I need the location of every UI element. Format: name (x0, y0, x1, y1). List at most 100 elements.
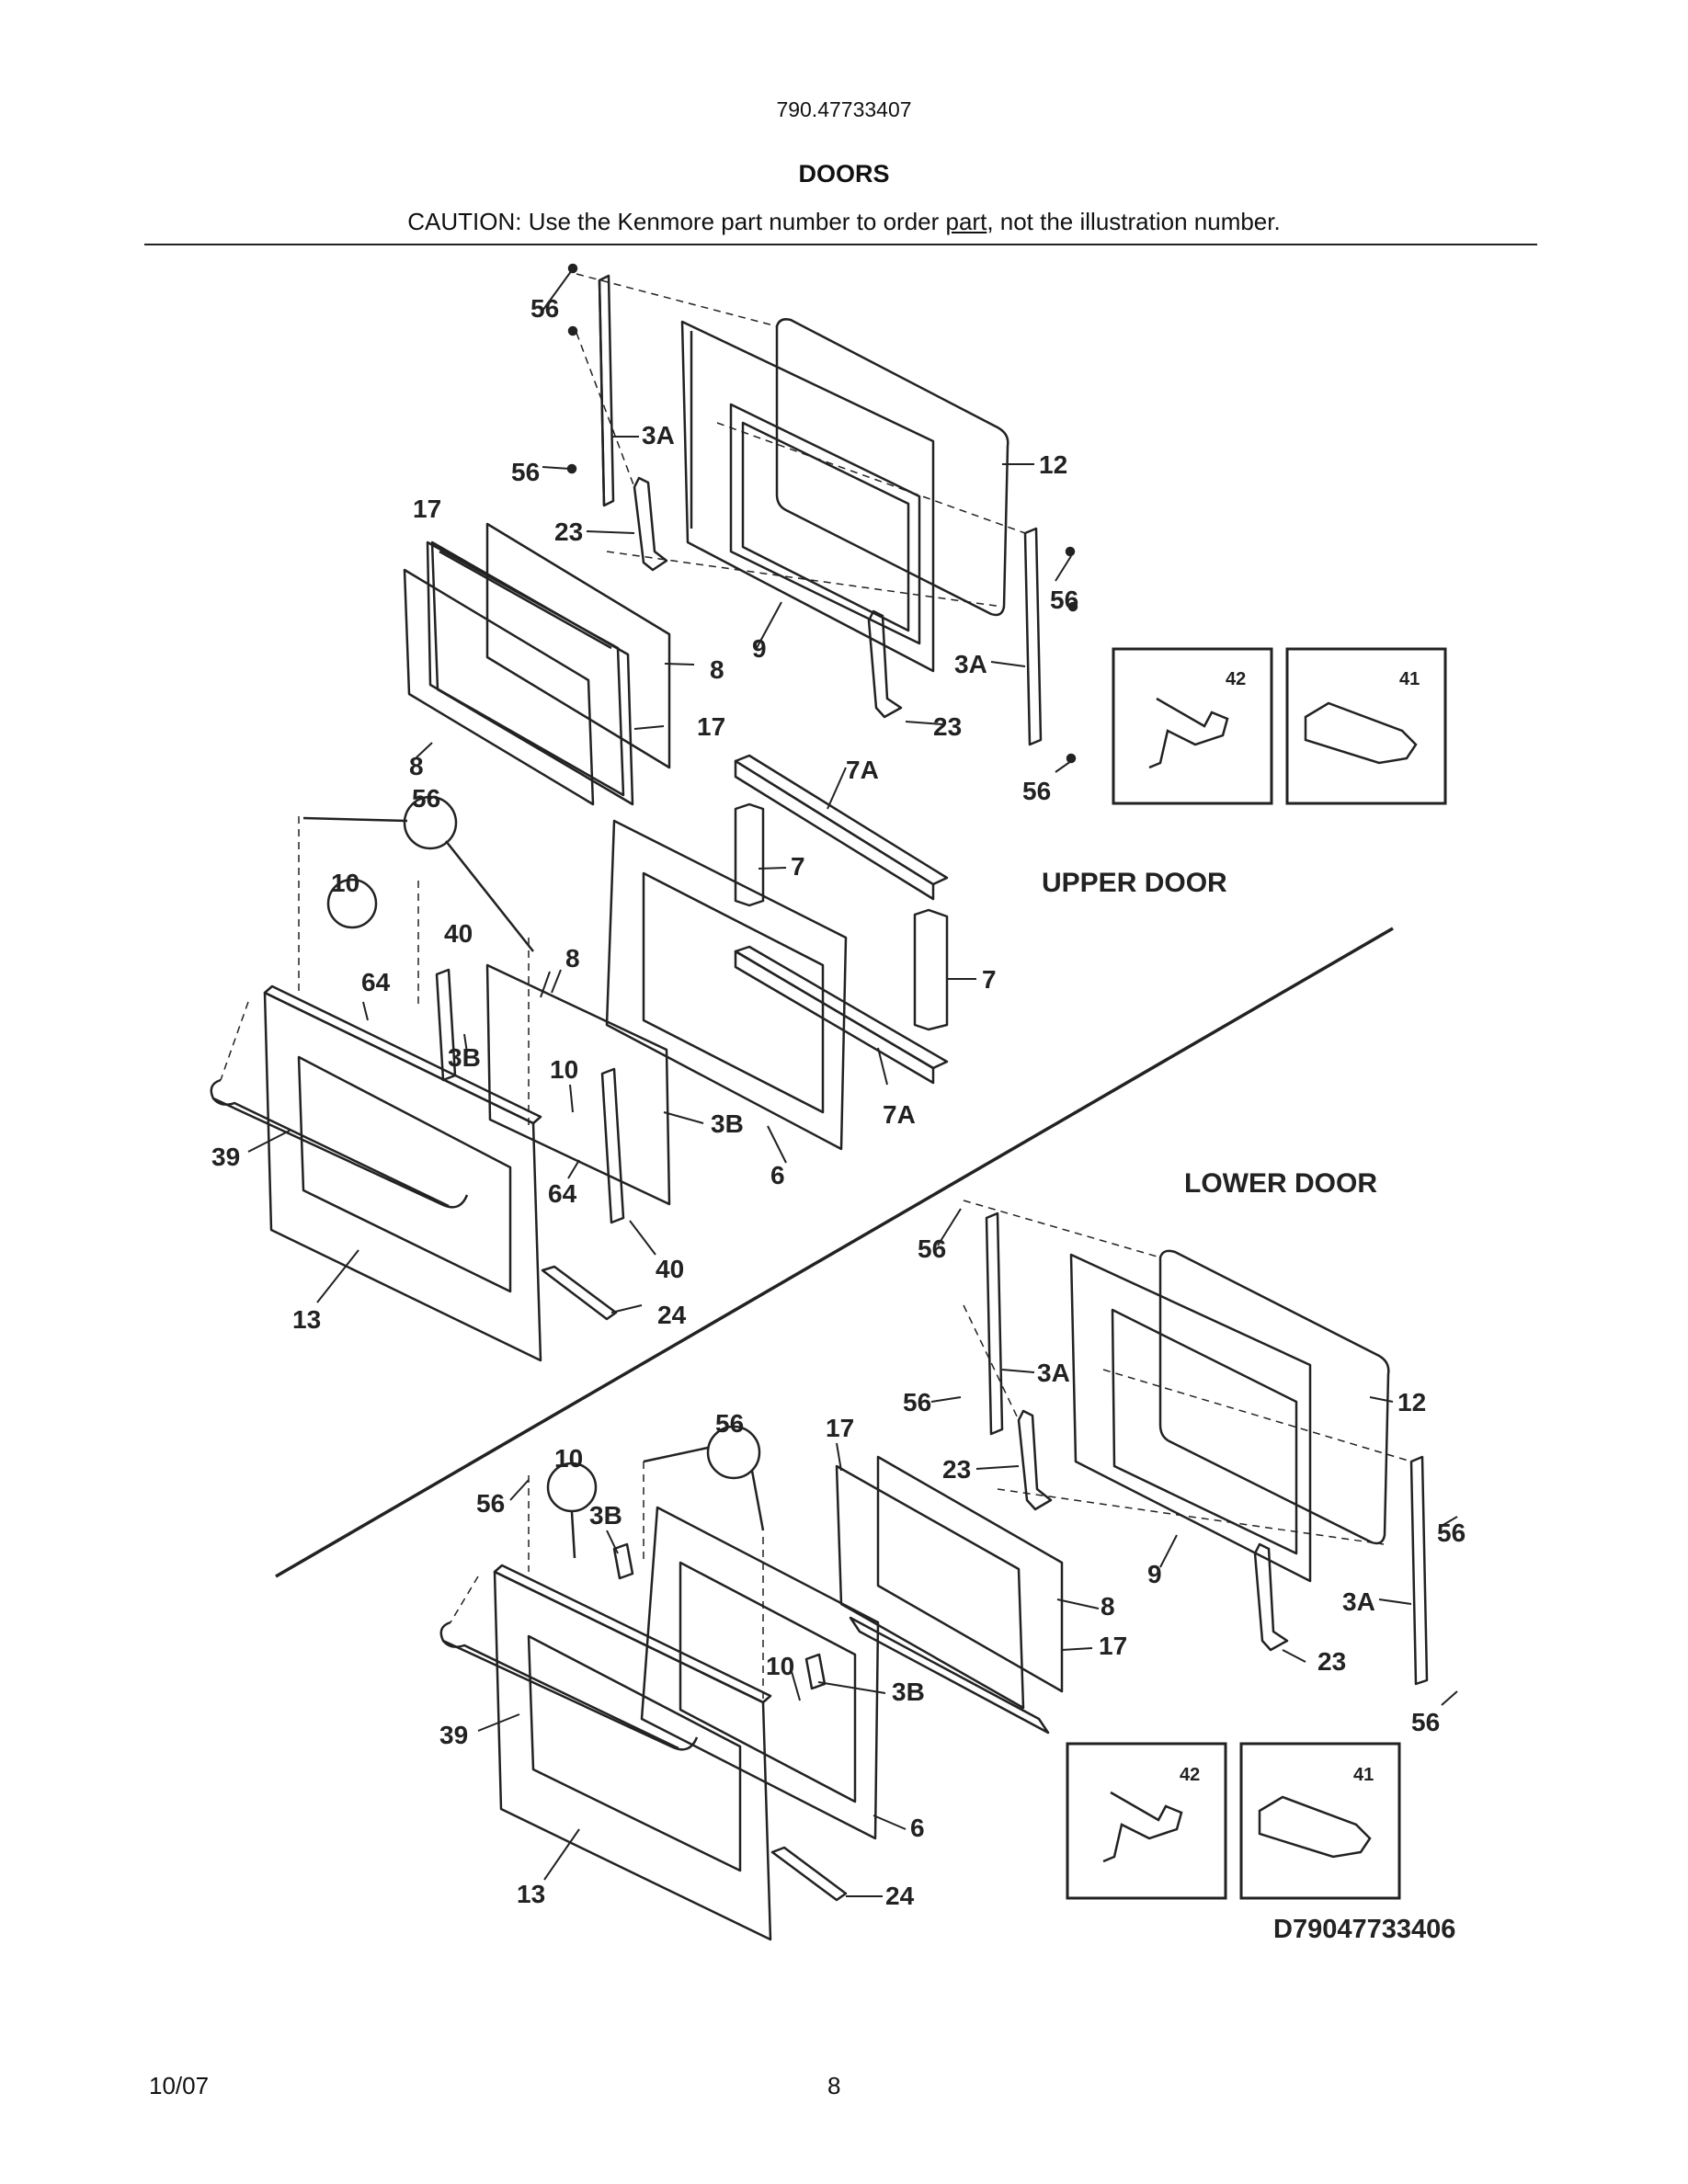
upper-gasket-drawing (775, 318, 1009, 617)
footer-page-number: 8 (827, 2072, 841, 2099)
section-divider-line (275, 927, 1394, 1578)
callout-upper-7-right: 7 (982, 965, 997, 994)
callout-upper-3b-left: 3B (448, 1043, 481, 1072)
callout-upper-56-right: 56 (1050, 586, 1078, 614)
lower-trim-strip-right-drawing (1409, 1455, 1429, 1686)
lower-gasket-drawing (1158, 1249, 1390, 1545)
upper-runner-drawing (541, 1265, 618, 1321)
callout-upper-9: 9 (752, 634, 767, 663)
lower-magnifier-circles-drawing (546, 1425, 765, 1559)
callout-upper-23-bot: 23 (933, 712, 962, 741)
callout-upper-64-bot: 64 (548, 1179, 577, 1208)
callout-lower-56b: 56 (903, 1388, 931, 1416)
callout-upper-24: 24 (657, 1301, 687, 1329)
detail-number-upper-42: 42 (1226, 669, 1246, 689)
callout-upper-39: 39 (211, 1143, 240, 1171)
lower-guide-lines-drawing (450, 1200, 1412, 1701)
upper-bracket-40-drawing (435, 968, 625, 1224)
lower-handle-drawing (439, 1621, 699, 1751)
callout-upper-56-circle: 56 (412, 784, 440, 813)
section-label-lower-door: LOWER DOOR (1184, 1168, 1377, 1199)
upper-outer-door-drawing (263, 984, 542, 1362)
callout-upper-56b: 56 (511, 458, 540, 486)
callout-lower-8: 8 (1101, 1592, 1115, 1621)
header-rule (144, 244, 1537, 245)
callout-lower-10-mid: 10 (766, 1652, 794, 1680)
upper-glass-assembly-drawing (403, 522, 671, 806)
callout-lower-3b-left: 3B (589, 1501, 622, 1530)
callout-lower-56-right: 56 (1437, 1519, 1466, 1547)
upper-guide-lines-drawing (220, 273, 1026, 1126)
lower-runner-drawing (770, 1846, 848, 1902)
upper-magnifier-circles-drawing (302, 795, 534, 952)
callout-lower-17: 17 (826, 1414, 854, 1442)
lower-inner-panel-6-drawing (640, 1506, 880, 1840)
upper-inner-glass-drawing (485, 963, 671, 1206)
callout-upper-3b-right: 3B (711, 1109, 744, 1138)
upper-detail-box-42 (1112, 647, 1273, 805)
callout-upper-8-glass: 8 (565, 944, 580, 973)
callout-lower-10-circle: 10 (554, 1444, 583, 1473)
callout-lower-3b-right: 3B (892, 1678, 925, 1706)
upper-screws-drawing (566, 263, 1078, 764)
callout-lower-56-bot: 56 (1411, 1708, 1440, 1736)
callout-upper-40-bot: 40 (656, 1255, 684, 1283)
callout-lower-9: 9 (1147, 1560, 1162, 1588)
callout-upper-7-left: 7 (791, 852, 805, 881)
caution-underlined-word: part (945, 208, 987, 235)
caution-suffix: , not the illustration number. (987, 208, 1281, 235)
lower-trim-strip-left-drawing (985, 1211, 1004, 1436)
upper-inner-door-panel-drawing (680, 320, 935, 673)
callout-lower-56a: 56 (918, 1234, 946, 1263)
callout-upper-10-circle: 10 (331, 869, 359, 897)
callout-upper-13: 13 (292, 1305, 321, 1334)
callout-upper-7a-bot: 7A (883, 1100, 916, 1129)
diagram-number: D79047733406 (1273, 1915, 1455, 1944)
upper-insulation-drawing (734, 754, 949, 1085)
lower-detail-box-41 (1239, 1742, 1401, 1900)
callout-lower-6: 6 (910, 1814, 925, 1842)
callout-upper-56a: 56 (530, 294, 559, 323)
page-title: DOORS (798, 160, 890, 188)
lower-callouts: 56 3A 56 12 17 23 56 10 56 3B 56 9 8 3A … (439, 1234, 1466, 1910)
callout-lower-3a-right: 3A (1342, 1587, 1375, 1616)
model-number: 790.47733407 (776, 97, 912, 121)
callout-lower-17-mid: 17 (1099, 1632, 1127, 1660)
lower-glass-assembly-drawing (835, 1455, 1064, 1735)
upper-hinges-drawing (633, 476, 903, 719)
caution-prefix: CAUTION: Use the Kenmore part number to … (407, 208, 946, 235)
callout-upper-8-left: 8 (409, 752, 424, 780)
callout-lower-3a-top: 3A (1037, 1359, 1070, 1387)
detail-number-upper-41: 41 (1399, 669, 1420, 689)
upper-callouts: 56 3A 56 12 17 23 56 9 8 3A 17 23 8 7A 5… (211, 294, 1078, 1334)
upper-handle-drawing (210, 1078, 469, 1209)
lower-detail-box-42 (1066, 1742, 1227, 1900)
callout-lower-39: 39 (439, 1721, 468, 1749)
caution-note: CAUTION: Use the Kenmore part number to … (0, 208, 1688, 236)
upper-detail-box-41 (1285, 647, 1447, 805)
callout-upper-3a-top: 3A (642, 421, 675, 449)
callout-lower-56-circle: 56 (715, 1409, 744, 1438)
callout-lower-23-top: 23 (942, 1455, 971, 1484)
callout-upper-17-top: 17 (413, 495, 441, 523)
callout-upper-12: 12 (1039, 450, 1067, 479)
callout-lower-23-bot: 23 (1317, 1647, 1346, 1676)
callout-upper-6: 6 (770, 1161, 785, 1189)
upper-trim-strip-left-drawing (598, 274, 615, 507)
callout-lower-12: 12 (1397, 1388, 1426, 1416)
lower-hinges-drawing (1017, 1409, 1289, 1652)
callout-upper-40-top: 40 (444, 919, 473, 948)
callout-upper-8-top: 8 (710, 655, 724, 684)
lower-leader-lines-drawing (477, 1208, 1458, 1897)
callout-lower-13: 13 (517, 1880, 545, 1908)
lower-outer-door-drawing (493, 1564, 772, 1941)
detail-number-lower-42: 42 (1180, 1765, 1200, 1785)
upper-leader-lines-drawing (247, 269, 1072, 1314)
callout-upper-10-mid: 10 (550, 1055, 578, 1084)
upper-inner-panel-6-drawing (605, 819, 848, 1151)
detail-number-lower-41: 41 (1353, 1765, 1374, 1785)
callout-upper-3a-right: 3A (954, 650, 987, 678)
callout-upper-17-mid: 17 (697, 712, 725, 741)
lower-inner-door-panel-drawing (1069, 1253, 1312, 1583)
